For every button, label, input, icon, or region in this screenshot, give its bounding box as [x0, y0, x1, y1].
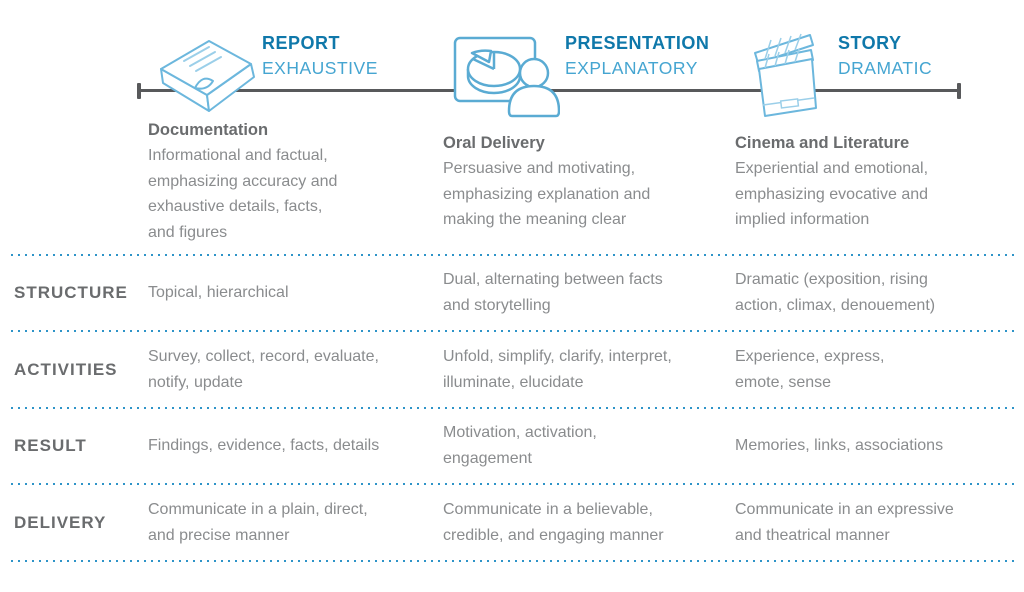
- presentation-board-icon: [450, 28, 561, 120]
- dotted-divider: [11, 254, 1018, 256]
- comparison-matrix: STRUCTURE Topical, hierarchical Dual, al…: [0, 254, 1024, 562]
- column-heading: Documentation: [148, 121, 269, 139]
- column-header-cinema-literature: Cinema and Literature Experiential and e…: [735, 130, 1015, 233]
- matrix-cell: Experience, express, emote, sense: [735, 347, 885, 391]
- dotted-divider: [11, 560, 1018, 562]
- matrix-cell: Dual, alternating between facts and stor…: [443, 271, 663, 314]
- column-heading: Cinema and Literature: [735, 134, 910, 152]
- dotted-divider: [11, 330, 1018, 332]
- column-header-oral-delivery: Oral Delivery Persuasive and motivating,…: [443, 130, 733, 233]
- row-label: DELIVERY: [14, 512, 107, 532]
- stage-presentation-subtitle: EXPLANATORY: [565, 58, 698, 78]
- clapperboard-icon: [748, 28, 858, 120]
- column-header-documentation: Documentation Informational and factual,…: [148, 117, 438, 245]
- column-description: Informational and factual, emphasizing a…: [148, 147, 338, 241]
- column-heading: Oral Delivery: [443, 134, 545, 152]
- dotted-divider: [11, 407, 1018, 409]
- stage-report-subtitle: EXHAUSTIVE: [262, 58, 378, 78]
- stage-story: STORY DRAMATIC: [838, 31, 932, 81]
- matrix-cell: Findings, evidence, facts, details: [148, 437, 380, 454]
- stage-story-subtitle: DRAMATIC: [838, 58, 933, 78]
- table-row-result: RESULT Findings, evidence, facts, detail…: [0, 409, 1024, 483]
- timeline-right-cap-icon: [957, 83, 961, 99]
- matrix-cell: Topical, hierarchical: [148, 284, 289, 301]
- matrix-cell: Memories, links, associations: [735, 437, 944, 454]
- matrix-cell: Unfold, simplify, clarify, interpret, il…: [443, 347, 672, 391]
- stage-presentation: PRESENTATION EXPLANATORY: [565, 31, 709, 81]
- row-label: STRUCTURE: [14, 283, 128, 302]
- table-row-structure: STRUCTURE Topical, hierarchical Dual, al…: [0, 256, 1024, 330]
- stage-presentation-title: PRESENTATION: [565, 33, 710, 53]
- report-book-icon: [148, 28, 258, 120]
- matrix-cell: Communicate in an expressive and theatri…: [735, 500, 954, 544]
- stage-report: REPORT EXHAUSTIVE: [262, 31, 378, 81]
- matrix-cell: Motivation, activation, engagement: [443, 424, 597, 467]
- row-label: RESULT: [14, 436, 87, 455]
- dotted-divider: [11, 483, 1018, 485]
- matrix-cell: Communicate in a plain, direct, and prec…: [148, 500, 368, 544]
- matrix-cell: Communicate in a believable, credible, a…: [443, 500, 664, 544]
- matrix-cell: Survey, collect, record, evaluate, notif…: [148, 347, 379, 391]
- timeline-left-cap-icon: [137, 83, 141, 99]
- matrix-cell: Dramatic (exposition, rising action, cli…: [735, 271, 936, 314]
- stage-story-title: STORY: [838, 33, 902, 53]
- table-row-delivery: DELIVERY Communicate in a plain, direct,…: [0, 485, 1024, 560]
- table-row-activities: ACTIVITIES Survey, collect, record, eval…: [0, 332, 1024, 407]
- row-label: ACTIVITIES: [14, 359, 118, 379]
- stage-report-title: REPORT: [262, 33, 341, 53]
- column-description: Experiential and emotional, emphasizing …: [735, 160, 929, 228]
- column-description: Persuasive and motivating, emphasizing e…: [443, 160, 651, 228]
